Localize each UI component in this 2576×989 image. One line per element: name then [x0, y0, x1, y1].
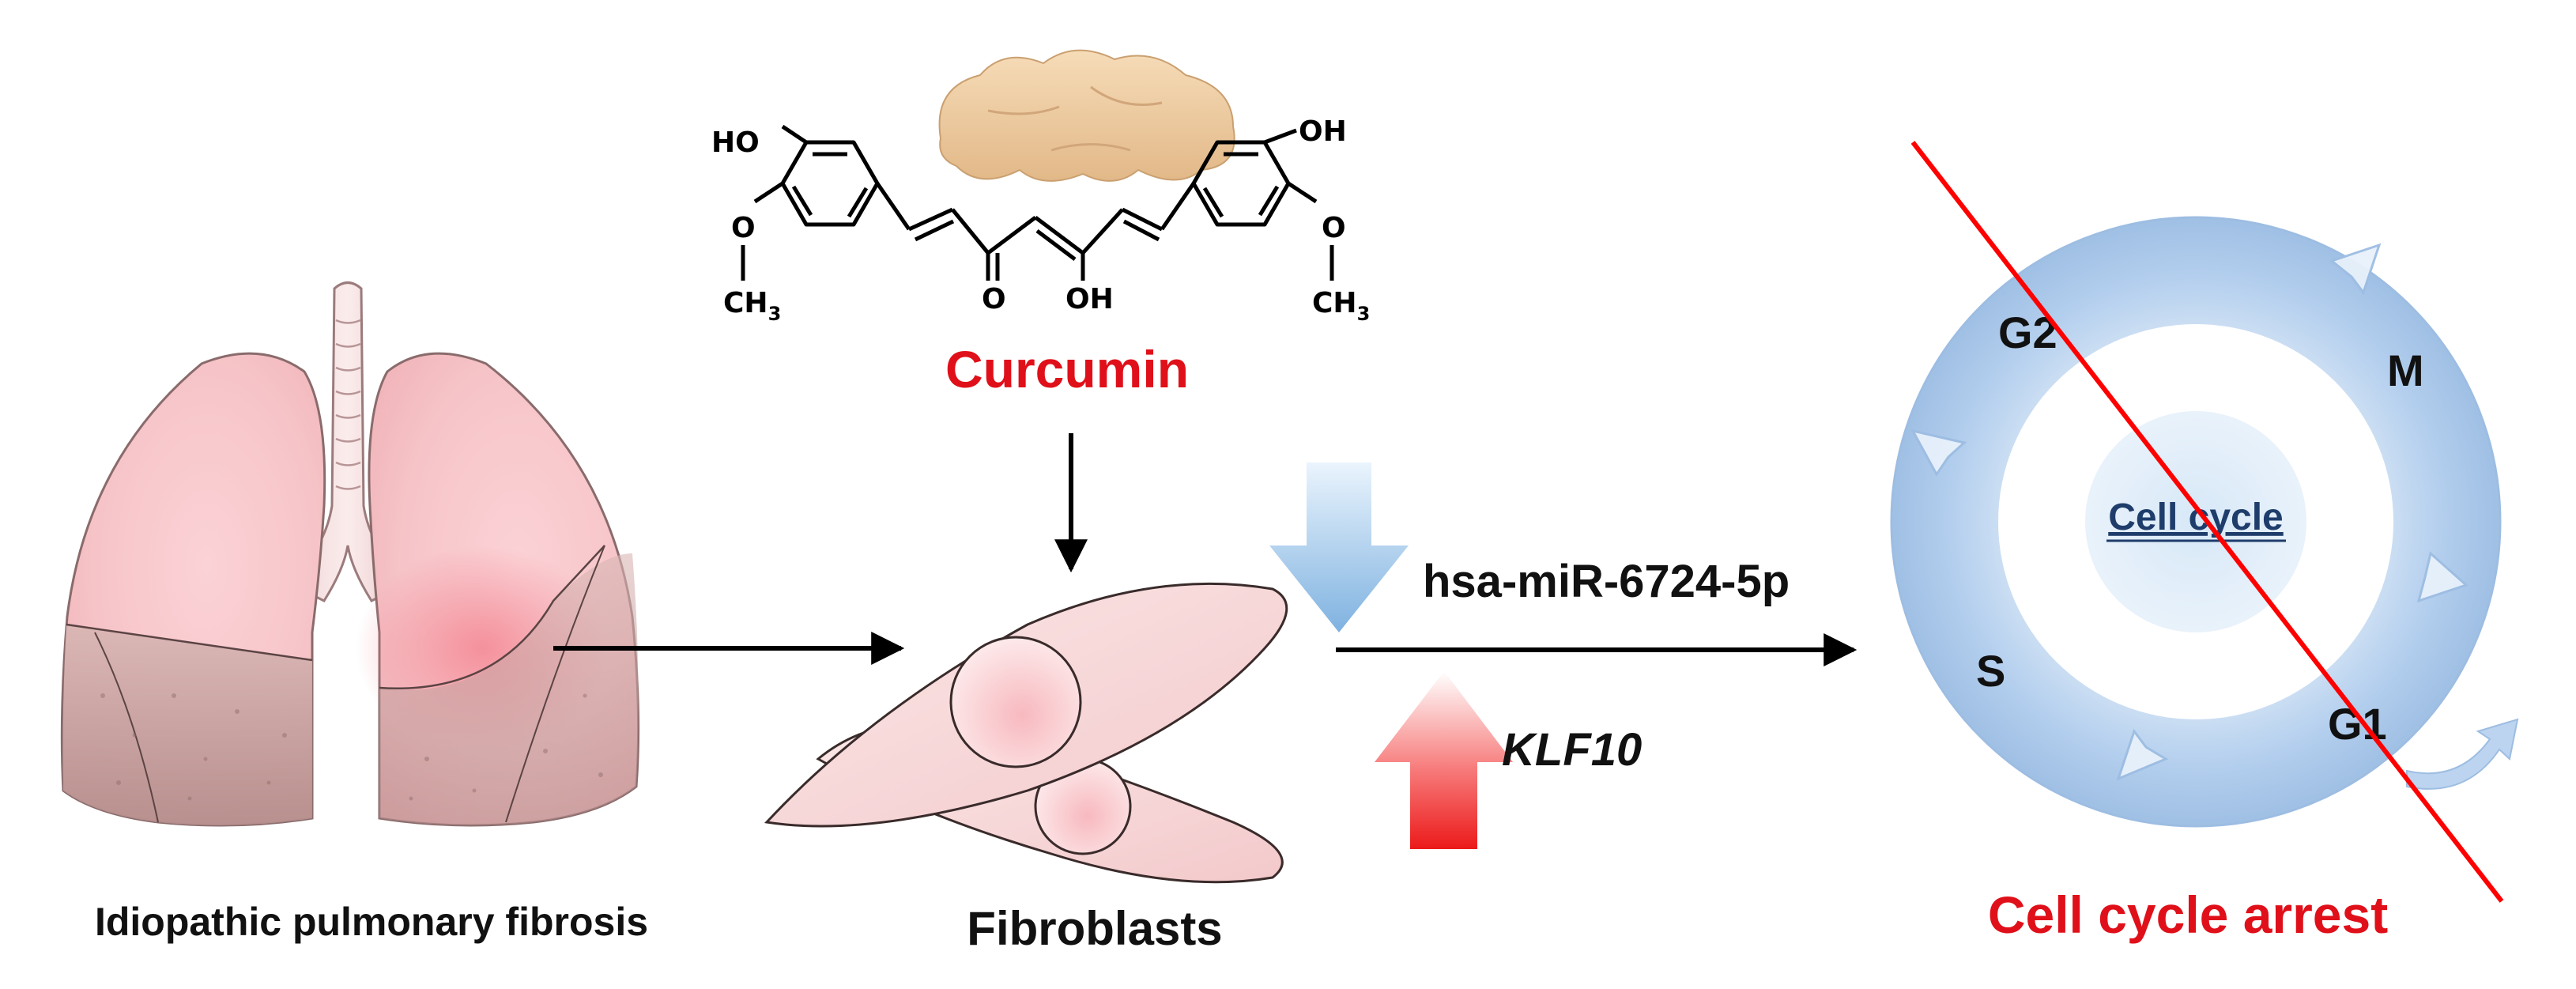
- chem-oh-right: OH: [1299, 115, 1347, 148]
- cell-cycle-strike-line: [1910, 141, 2504, 903]
- right-lung-fibrotic-base: [379, 553, 639, 825]
- ginger-root-image: [938, 49, 1235, 182]
- fibroblasts-label: Fibroblasts: [967, 902, 1222, 955]
- klf10-label: KLF10: [1502, 724, 1642, 776]
- lungs-illustration: [60, 281, 640, 827]
- chem-o-left: O: [731, 212, 756, 244]
- curcumin-label: Curcumin: [945, 340, 1189, 398]
- disease-label: Idiopathic pulmonary fibrosis: [95, 900, 648, 944]
- curcumin-structure: HO O CH3 O OH OH O CH3: [711, 49, 1370, 325]
- chem-enol-oh: OH: [1065, 283, 1114, 315]
- chem-o-right: O: [1322, 212, 1346, 244]
- chem-keto-o: O: [982, 283, 1006, 315]
- klf10-up-arrow: [1375, 671, 1513, 849]
- mirna-label: hsa-miR-6724-5p: [1423, 556, 1790, 607]
- cell-cycle-exit-arrow: [2406, 718, 2519, 790]
- cell-cycle-center-label: Cell cycle: [2108, 496, 2283, 538]
- left-lung-fibrotic-base: [62, 625, 312, 825]
- fibroblasts-illustration: [764, 582, 1288, 884]
- chem-ch3-right: CH3: [1312, 287, 1370, 325]
- chem-oh-left: HO: [711, 126, 760, 159]
- chem-ch3-left: CH3: [723, 287, 781, 325]
- cell-cycle-diagram: G2 M S G1 Cell cycle: [1890, 216, 2519, 828]
- fibroblast-nucleus-front: [949, 636, 1082, 768]
- outcome-label: Cell cycle arrest: [1988, 885, 2388, 944]
- phase-s: S: [1976, 646, 2005, 696]
- mirna-down-arrow: [1269, 462, 1409, 632]
- phase-m: M: [2387, 345, 2424, 395]
